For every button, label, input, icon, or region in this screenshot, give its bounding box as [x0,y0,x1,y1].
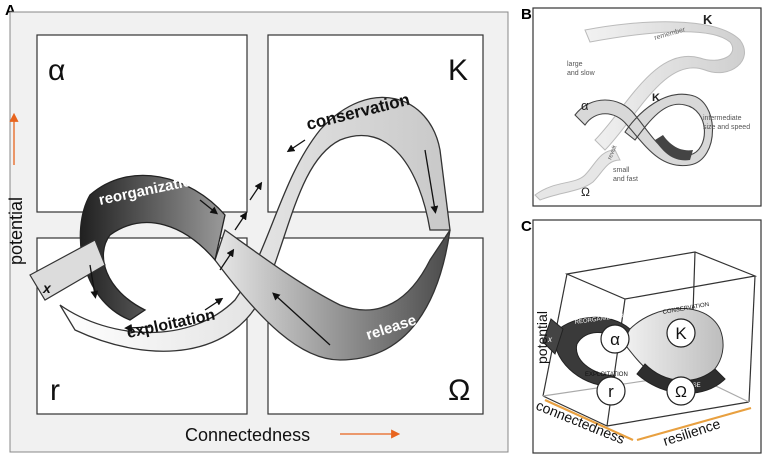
panel-b-small-fast-1: small [613,167,630,174]
panel-b-intermediate-1: intermediate [703,115,742,122]
panel-b-large-slow-2: and slow [567,70,596,77]
panel-b-alpha: α [581,98,589,113]
panel-c-ribbon-tail [542,318,564,355]
c-circle-omega [666,376,696,406]
panel-b-mid-dark [655,135,693,161]
c-z-axis-line [636,406,752,442]
x-axis-label: Connectedness [185,425,310,445]
quadrant-alpha-label: α [48,54,65,87]
panel-b: B K remember large and slow α K intermed… [515,0,765,210]
c-circle-alpha-label: α [610,330,620,349]
panel-c-ribbon-release [636,363,726,394]
c-phase-x: x [547,335,553,344]
panel-b-mid-k: K [652,92,660,104]
c-circle-k [666,318,696,348]
ribbon-tail [29,239,106,301]
c-phase-exploitation: EXPLOITATION [585,372,628,378]
panel-b-omega: Ω [581,185,590,199]
panel-b-frame [532,7,762,207]
quadrant-omega-label: Ω [448,374,470,407]
panel-a-label: A [5,2,16,19]
panel-b-label: B [521,6,532,23]
panel-c: C REORGANIZATION CONSERVA [515,214,765,457]
panel-c-diagram: REORGANIZATION CONSERVATION EXPLOITATION… [532,219,762,454]
quadrant-r-label: r [50,374,60,407]
flow-arrows [89,139,439,346]
panel-a-diagram: α K r Ω conservation reorganization expl… [6,11,509,453]
c-circle-omega-label: Ω [675,384,687,401]
c-circle-r-label: r [608,382,614,401]
phase-x: x [42,280,52,296]
c-x-axis-line [544,398,634,442]
c-circle-alpha [600,324,630,354]
c-circle-r [596,376,626,406]
panel-b-intermediate-2: size and speed [703,124,750,131]
ribbon-release [214,228,451,361]
panel-b-small-ribbon [534,149,621,201]
panel-b-large-slow-1: large [567,61,583,68]
c-y-axis-label: potential [534,311,550,364]
panel-b-top-k: K [703,12,713,27]
panel-b-small-fast-2: and fast [613,176,638,183]
y-axis-label: potential [6,197,26,265]
panel-b-diagram: K remember large and slow α K intermedia… [532,7,762,207]
panel-b-revolt: revolt [607,145,618,161]
c-circle-k-label: K [675,324,687,343]
panel-c-label: C [521,218,532,235]
quadrant-k-label: K [448,54,468,87]
panel-a: A [5,2,509,453]
